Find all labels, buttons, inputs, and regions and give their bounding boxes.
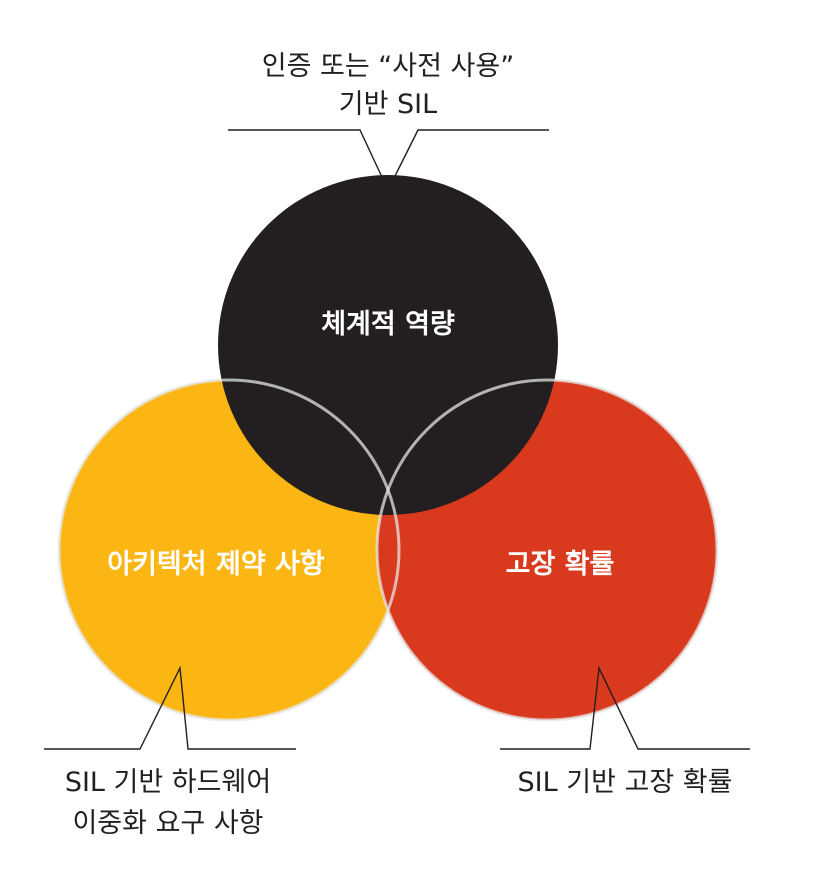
callout-top-line1: 인증 또는 “사전 사용” [262, 51, 514, 82]
circle-outline-right [375, 378, 719, 722]
callout-left-line2: 이중화 요구 사항 [72, 808, 263, 839]
callout-top-pointer [228, 129, 549, 192]
circle-outline-left [57, 378, 401, 722]
callout-left-pointer [44, 665, 296, 750]
callout-right-line1: SIL 기반 고장 확률 [518, 767, 733, 798]
label-architecture-constraints: 아키텍처 제약 사항 [107, 549, 325, 580]
callout-right-pointer [500, 665, 750, 750]
callout-top-line2: 기반 SIL [339, 89, 437, 120]
circle-systematic-capability [218, 175, 558, 515]
callout-left-line1: SIL 기반 하드웨어 [65, 767, 271, 798]
label-failure-probability: 고장 확률 [506, 549, 615, 580]
label-systematic-capability: 체계적 역량 [321, 309, 455, 340]
